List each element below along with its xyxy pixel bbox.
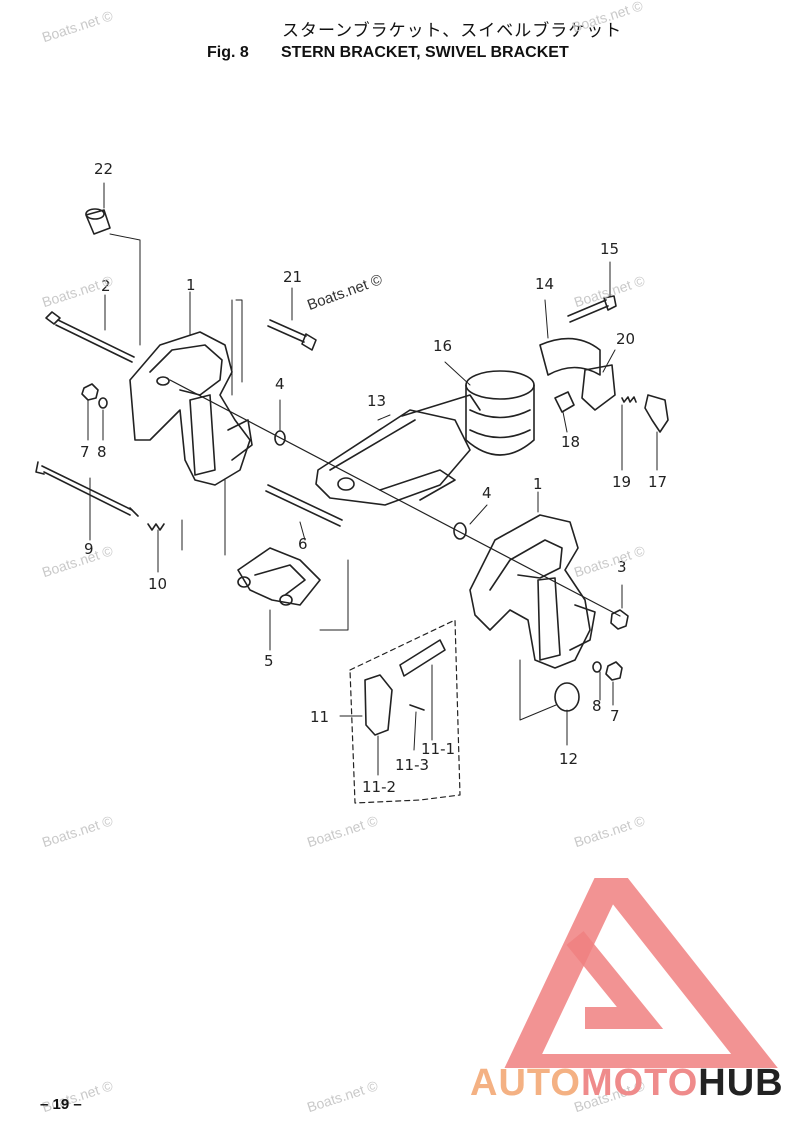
callout-6: 6 [298,535,308,553]
logo-hub: HUB [698,1062,784,1104]
part-22-plug [85,208,111,235]
callout-4-lower: 4 [482,484,492,502]
callout-15: 15 [600,240,620,258]
part-15-bolt [567,295,617,323]
automotohub-logo-text: AUTOMOTOHUB [470,1062,784,1105]
part-6-rod [265,484,343,527]
part-11-2-lever [364,674,393,736]
callout-4: 4 [275,375,285,393]
part-21-bolt [267,319,317,351]
callout-14: 14 [535,275,555,293]
part-19-spring [621,396,637,403]
callout-19: 19 [612,473,632,491]
part-11-1-spring [399,639,446,677]
part-8-washer-right [592,661,602,673]
part-4-washer-lower [453,522,467,540]
part-18-pad [554,391,575,413]
part-9-tilt-pin [35,461,139,517]
callout-7-right: 7 [610,707,620,725]
part-11-3-pin [409,704,425,711]
logo-moto: MOTO [580,1062,699,1104]
leader-lines [87,182,658,776]
logo-auto: AUTO [470,1062,581,1104]
callout-11-2: 11-2 [362,778,397,796]
callout-5: 5 [264,652,274,670]
automotohub-logo-icon [504,878,778,1068]
callout-20: 20 [616,330,636,348]
part-14-clamp [539,337,616,411]
figure-number: Fig. 8 [207,44,249,61]
callout-11-3: 11-3 [395,756,430,774]
part-3-nut [610,609,629,630]
part-7-nut-right [605,661,623,681]
callout-2: 2 [101,277,111,295]
callout-11-1: 11-1 [421,740,456,758]
callout-17: 17 [648,473,668,491]
part-7-nut-left [81,383,99,401]
callout-10: 10 [148,575,168,593]
callout-7: 7 [80,443,90,461]
callout-3: 3 [617,558,627,576]
part-2-bolt [45,311,135,363]
callout-22: 22 [94,160,114,178]
callout-8-right: 8 [592,697,602,715]
figure-title: STERN BRACKET, SWIVEL BRACKET [281,44,569,61]
part-4-washer-upper [274,430,286,446]
part-1-stern-bracket-right [469,514,596,669]
figure-title-japanese: スターンブラケット、スイベルブラケット [282,21,623,41]
callout-18: 18 [561,433,581,451]
part-8-washer-left [98,397,108,409]
callout-1: 1 [186,276,196,294]
part-5-tilt-lock [237,547,321,606]
part-10-spring [147,523,165,531]
callout-13: 13 [367,392,387,410]
callout-16: 16 [433,337,453,355]
page-number: – 19 – [40,1096,82,1113]
part-11-assembly [349,619,461,804]
part-12-plate [554,682,580,712]
part-13-swivel-bracket [315,394,481,506]
part-1-stern-bracket-left [129,331,253,486]
callout-1-right: 1 [533,475,543,493]
callout-12: 12 [559,750,579,768]
callout-21: 21 [283,268,303,286]
callout-11: 11 [310,708,330,726]
callout-9: 9 [84,540,94,558]
part-16-bushing [465,370,535,456]
part-17-lever [644,394,669,433]
callout-8: 8 [97,443,107,461]
